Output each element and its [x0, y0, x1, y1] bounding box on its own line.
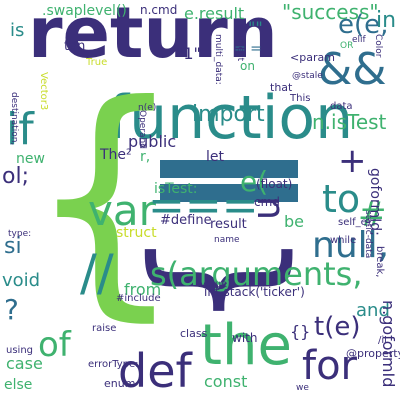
word-true: True — [86, 57, 108, 68]
word-braces: {} — [290, 322, 311, 341]
word-si: si — [4, 234, 22, 259]
word-float: (float) — [256, 177, 293, 191]
word-return: return — [28, 0, 278, 74]
word-name: name — [214, 235, 240, 245]
word-success: "success" — [282, 0, 379, 24]
word-swaplevel: .swaplevel() — [42, 3, 127, 19]
word-s-arguments: s(arguments, — [150, 255, 363, 293]
word-value: value) — [200, 279, 232, 290]
word-that: that — [270, 81, 293, 94]
word-import: import — [192, 102, 265, 127]
word-new: new — [16, 151, 45, 167]
word-if: if — [6, 104, 34, 155]
word-using: using — [6, 345, 34, 356]
word-int-stack: int.stack('ticker') — [204, 285, 305, 299]
word-ampamp: && — [318, 44, 387, 95]
word-else: else — [4, 377, 33, 393]
word-it: /it — [378, 335, 389, 346]
word-on: on — [240, 59, 255, 73]
word-static: static-data — [363, 210, 373, 259]
word-var: var — [88, 186, 156, 235]
word-stale: @stale — [292, 71, 323, 81]
word-multi-data: multi_data: — [213, 34, 223, 85]
word-of: of — [38, 325, 71, 365]
word-the: the — [200, 313, 292, 378]
word-this: This — [290, 93, 311, 104]
word-data: data — [330, 101, 353, 112]
word-color: Color — [373, 34, 383, 58]
word-one: "1" — [176, 44, 201, 63]
word-destination: destination, — [9, 92, 19, 146]
word-empty-str: "" — [248, 18, 263, 37]
word-with: with — [232, 331, 258, 345]
word-elif: elif — [352, 35, 366, 45]
word-e-result: e.result — [184, 4, 245, 23]
word-t-e: t(e) — [314, 312, 361, 342]
word-class: class — [180, 327, 208, 340]
word-vector3: Vector3 — [38, 72, 49, 111]
word-cmd: cmd — [254, 195, 280, 209]
word-r: r, — [140, 149, 151, 165]
word-ol: ol; — [2, 164, 29, 189]
word-include: #include — [116, 293, 161, 304]
word-result: result — [210, 217, 247, 232]
word-public: public — [128, 132, 177, 151]
word-type: type: — [8, 229, 32, 239]
word-raise: raise — [92, 323, 117, 334]
word-eq3: === — [148, 180, 259, 231]
word-struct: struct — [116, 225, 157, 241]
word-in: in — [376, 8, 397, 33]
bar-shape-1 — [160, 160, 298, 178]
word-e-e: e(e, — [338, 10, 389, 40]
bar-shape-2 — [160, 184, 298, 202]
word-eq-eq: = = — [234, 41, 262, 57]
word-slashslash: // — [80, 244, 114, 302]
word-from: from — [124, 280, 162, 299]
word-or: OR — [340, 41, 354, 51]
word-def: def — [118, 344, 192, 398]
word-tan: tan — [64, 39, 86, 54]
word-ee: e( — [240, 165, 269, 198]
word-element: element — [235, 24, 245, 62]
word-n-istest: n.isTest — [312, 110, 387, 134]
word-define: #define — [160, 213, 212, 228]
word-the2: The² — [100, 147, 132, 163]
word-const: const — [204, 372, 248, 391]
word-void: void — [2, 270, 41, 291]
word-function: function — [108, 83, 354, 153]
word-operand: Operand — [137, 110, 147, 149]
word-question: ? — [4, 293, 19, 326]
word-n-e: n(e) — [138, 103, 157, 113]
word-param: <param — [290, 51, 335, 64]
word-and: and — [356, 300, 390, 321]
word-enum: enum — [104, 377, 136, 390]
word-for: for — [302, 343, 357, 389]
word-break: break, — [374, 246, 385, 278]
word-to: to — [322, 177, 361, 221]
word-case: case — [6, 354, 43, 373]
word-brace-open: { — [26, 51, 186, 342]
word-let: let — [206, 149, 224, 165]
word-be: be — [284, 212, 304, 231]
word-property: @property — [346, 347, 400, 360]
word-null: null, — [312, 225, 390, 266]
word-errortype: errorType: — [88, 359, 139, 370]
word-n-cmd: n.cmd — [140, 3, 178, 17]
word-is: is — [10, 20, 25, 41]
word-self-e: self_e) — [338, 217, 371, 228]
word-hash: # — [358, 195, 387, 235]
word-while: while — [330, 235, 357, 246]
word-we: we — [296, 383, 309, 393]
word-istest: isTest: — [154, 181, 198, 197]
word-plus: + — [338, 141, 367, 181]
